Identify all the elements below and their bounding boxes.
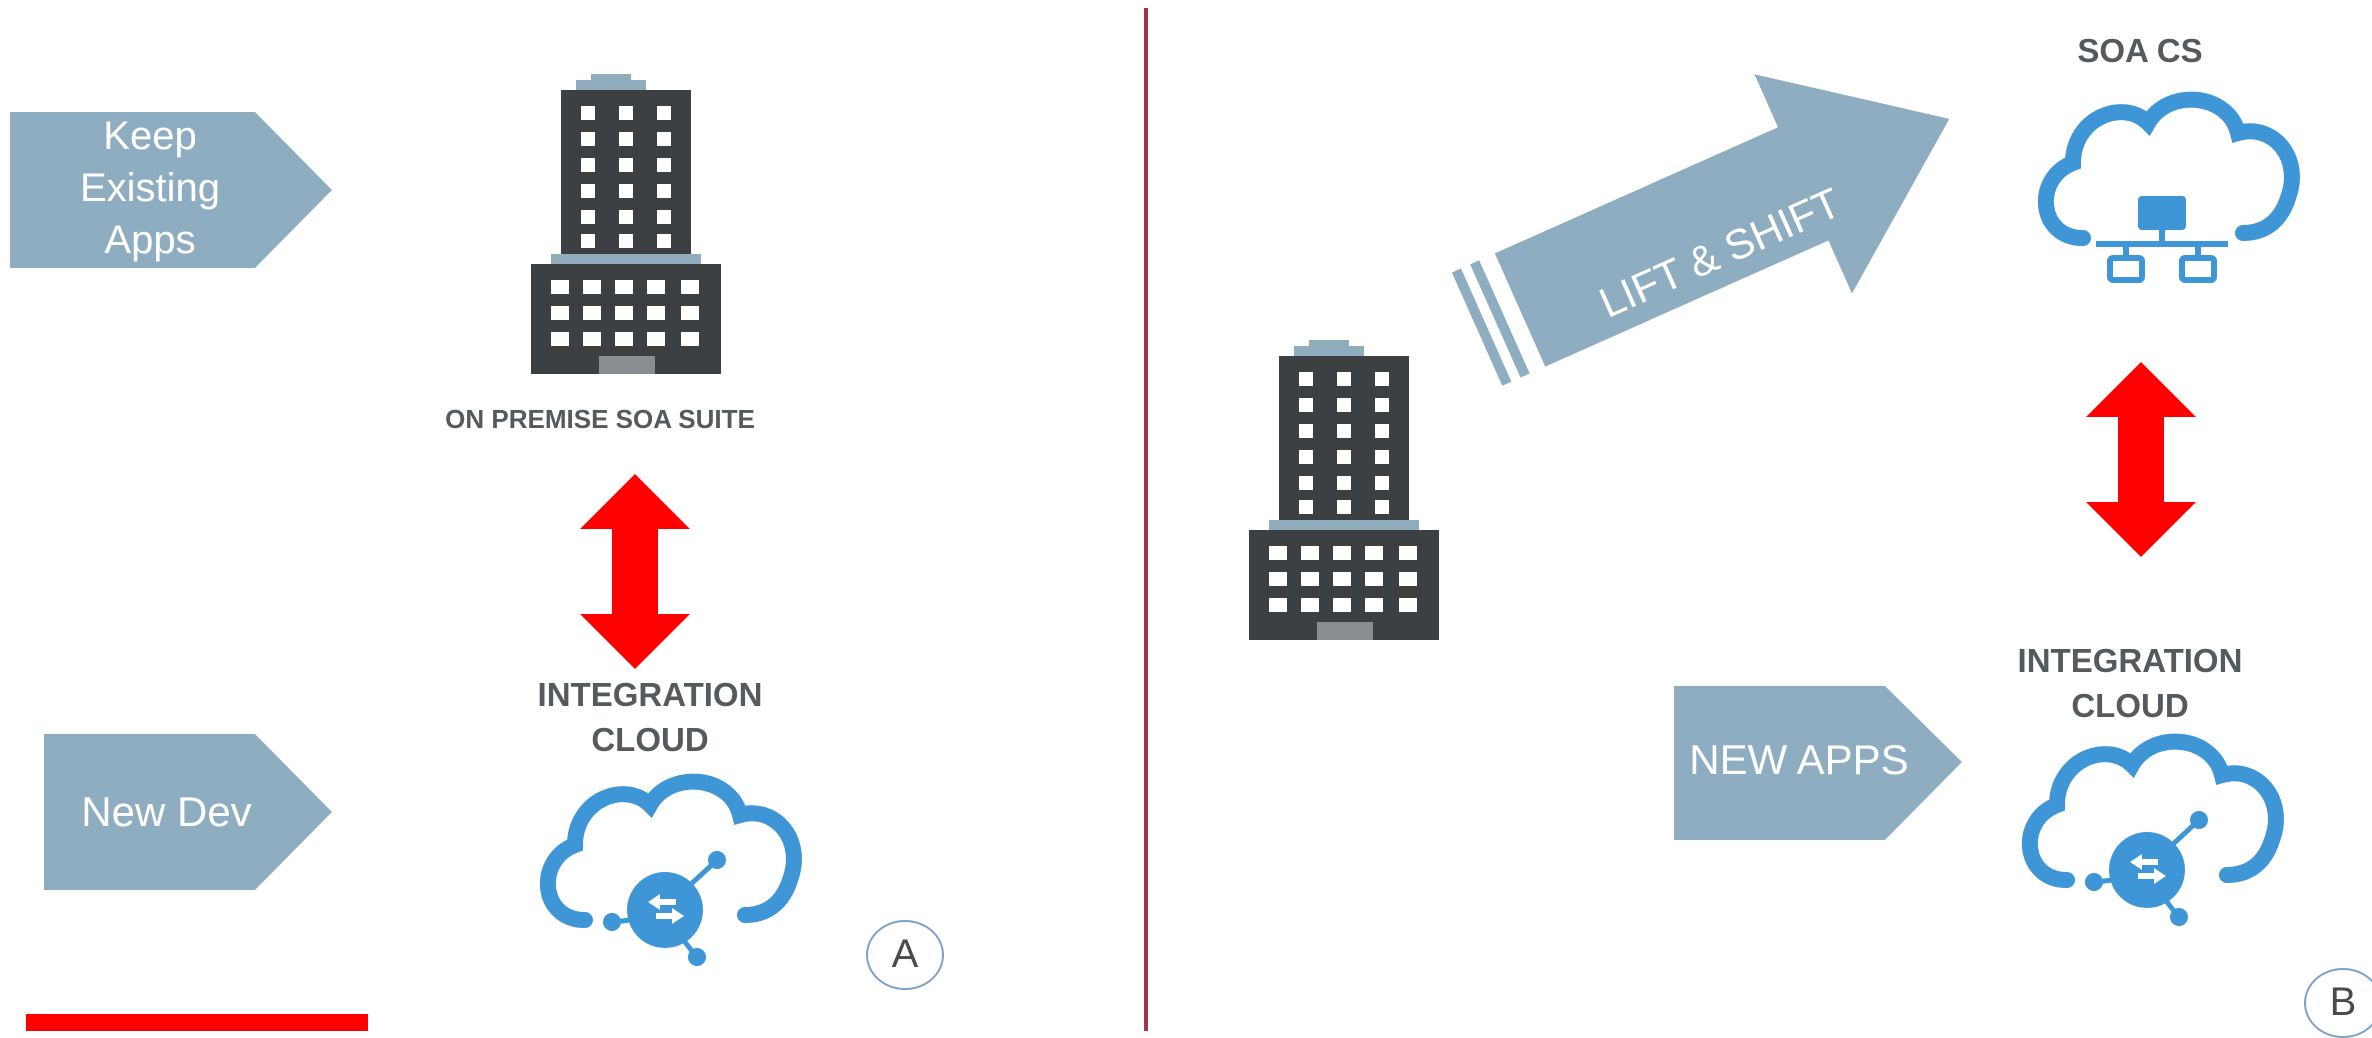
on-premise-soa-suite-label: ON PREMISE SOA SUITE [445, 404, 755, 434]
keep-existing-apps-arrow [10, 112, 332, 268]
integration-cloud-label: INTEGRATION CLOUD [1980, 638, 2280, 728]
integration-cloud-label: INTEGRATION CLOUD [500, 672, 800, 762]
office-building-icon [1249, 340, 1439, 640]
integration-cloud-line: CLOUD [2071, 687, 2189, 724]
integration-cloud-icon [548, 782, 794, 966]
integration-cloud-icon [2030, 742, 2276, 926]
new-dev-arrow [44, 734, 332, 890]
keep-existing-apps-label: Keep Existing Apps [30, 110, 270, 266]
double-headed-arrow [2086, 362, 2196, 557]
network-cloud-icon [2046, 100, 2292, 283]
keep-label-line: Apps [104, 218, 196, 262]
new-apps-arrow [1674, 686, 1962, 840]
marker-a: A [866, 920, 944, 990]
marker-b: B [2304, 968, 2372, 1038]
red-accent-bar [26, 1014, 368, 1031]
new-dev-label: New Dev [81, 788, 252, 835]
keep-label-line: Keep [103, 114, 197, 158]
double-headed-arrow [580, 474, 690, 669]
new-apps-label: NEW APPS [1689, 736, 1909, 783]
integration-cloud-line: INTEGRATION [2017, 642, 2243, 679]
office-building-icon [531, 74, 721, 374]
lift-and-shift-arrow [1451, 74, 1950, 386]
integration-cloud-line: INTEGRATION [537, 676, 763, 713]
soa-cs-label: SOA CS [2077, 32, 2203, 69]
integration-cloud-line: CLOUD [591, 721, 709, 758]
keep-label-line: Existing [79, 166, 221, 210]
